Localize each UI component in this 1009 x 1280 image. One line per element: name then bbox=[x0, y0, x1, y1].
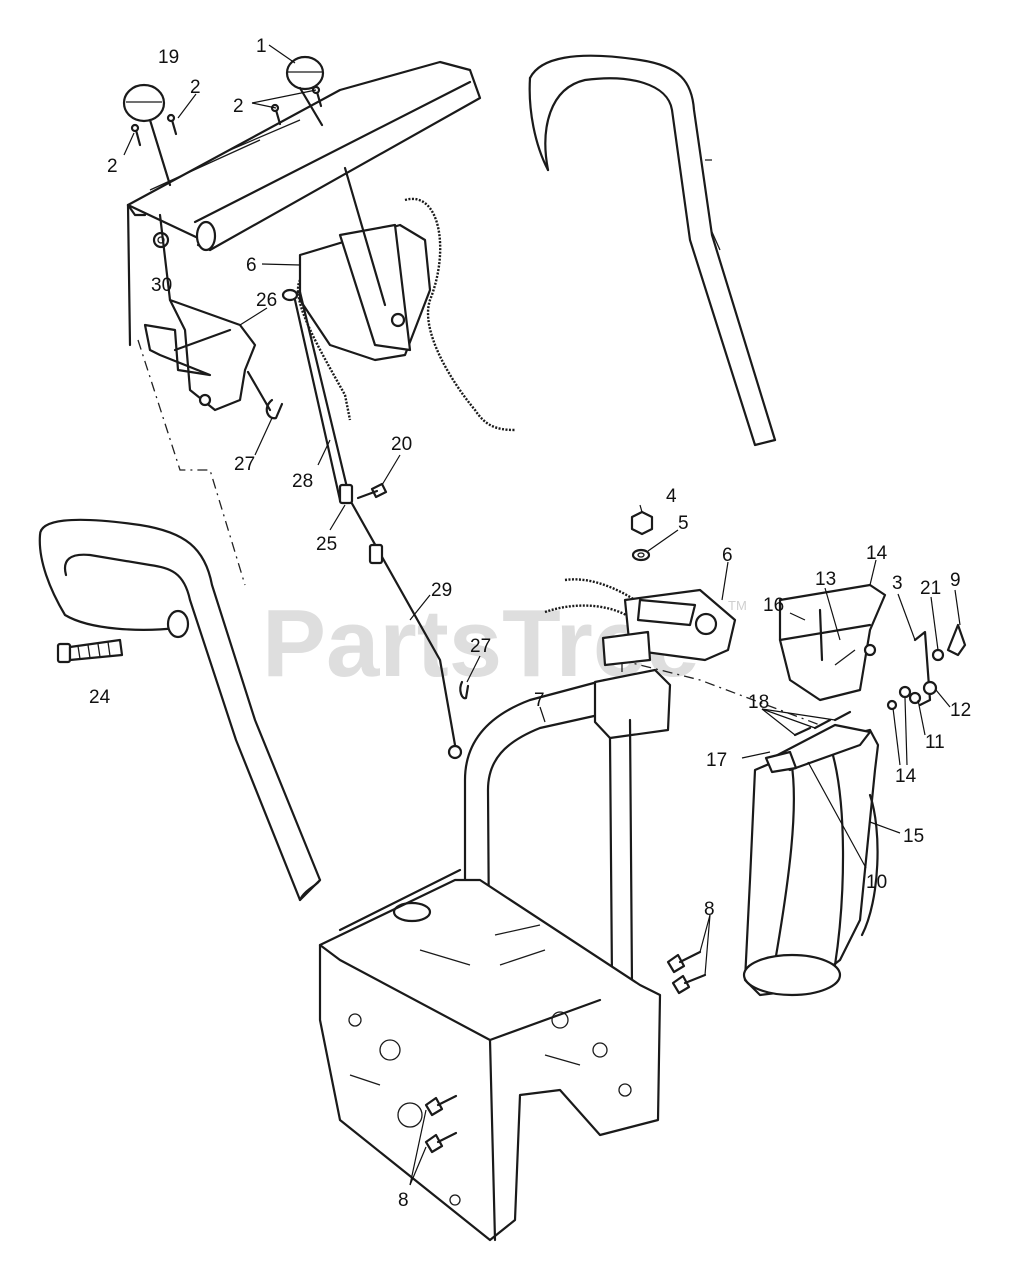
shift-bracket-26 bbox=[143, 298, 272, 412]
callout-25: 25 bbox=[316, 534, 337, 555]
frame-housing bbox=[318, 868, 662, 1242]
callout-14: 14 bbox=[895, 766, 917, 787]
bolt-20 bbox=[356, 482, 388, 500]
callout-8: 8 bbox=[398, 1190, 409, 1211]
knob-19 bbox=[122, 83, 166, 123]
leader-lines bbox=[123, 44, 961, 1186]
bolt-24 bbox=[56, 638, 124, 664]
callout-29: 29 bbox=[431, 580, 452, 601]
callout-1: 1 bbox=[256, 36, 267, 57]
callout-9: 9 bbox=[950, 570, 961, 591]
alignment-line-center bbox=[619, 659, 821, 726]
callout-2: 2 bbox=[233, 96, 244, 117]
part-30 bbox=[152, 231, 170, 249]
callout-19: 19 bbox=[158, 47, 179, 68]
callout-27: 27 bbox=[234, 454, 255, 475]
callout-labels: 1 19 2 2 2 6 30 26 27 28 20 25 29 27 24 … bbox=[89, 36, 971, 1211]
callout-16: 16 bbox=[763, 595, 784, 616]
callout-4: 4 bbox=[666, 486, 677, 507]
callout-13: 13 bbox=[815, 569, 836, 590]
chute-15 bbox=[742, 723, 880, 997]
callout-24: 24 bbox=[89, 687, 111, 708]
chute-hardware bbox=[886, 623, 967, 711]
screws-2 bbox=[130, 85, 323, 147]
bolts-8 bbox=[424, 950, 707, 1154]
upper-control-panel bbox=[126, 60, 482, 347]
washer-5 bbox=[631, 548, 651, 562]
chute-control-upper-6 bbox=[296, 166, 516, 432]
upper-handle-left bbox=[38, 518, 322, 902]
callout-8: 8 bbox=[704, 899, 715, 920]
watermark-trademark: TM bbox=[728, 598, 747, 613]
callout-14: 14 bbox=[866, 543, 888, 564]
lower-handle-7 bbox=[463, 668, 672, 1147]
chute-control-lower-6 bbox=[544, 578, 737, 667]
callout-10: 10 bbox=[866, 872, 887, 893]
alignment-line-left bbox=[137, 339, 246, 586]
callout-2: 2 bbox=[107, 156, 118, 177]
callout-12: 12 bbox=[950, 700, 971, 721]
callout-17: 17 bbox=[706, 750, 727, 771]
nut-4 bbox=[630, 510, 654, 536]
callout-18: 18 bbox=[748, 692, 769, 713]
callout-6: 6 bbox=[246, 255, 257, 276]
rod-28-29 bbox=[281, 288, 463, 760]
callout-6: 6 bbox=[722, 545, 733, 566]
callout-7: 7 bbox=[534, 690, 545, 711]
upper-handle-right bbox=[528, 54, 777, 447]
callout-30: 30 bbox=[151, 275, 172, 296]
cotter-pins-27 bbox=[265, 398, 470, 700]
callout-2: 2 bbox=[190, 77, 201, 98]
chute-deflector-16 bbox=[778, 583, 887, 702]
callout-21: 21 bbox=[920, 578, 941, 599]
callout-28: 28 bbox=[292, 471, 313, 492]
callout-3: 3 bbox=[892, 573, 903, 594]
knob-1 bbox=[285, 55, 325, 91]
screws-18 bbox=[793, 710, 852, 737]
callout-5: 5 bbox=[678, 513, 689, 534]
callout-26: 26 bbox=[256, 290, 277, 311]
callout-20: 20 bbox=[391, 434, 412, 455]
callout-15: 15 bbox=[903, 826, 924, 847]
callout-11: 11 bbox=[925, 732, 945, 753]
callout-27: 27 bbox=[470, 636, 491, 657]
